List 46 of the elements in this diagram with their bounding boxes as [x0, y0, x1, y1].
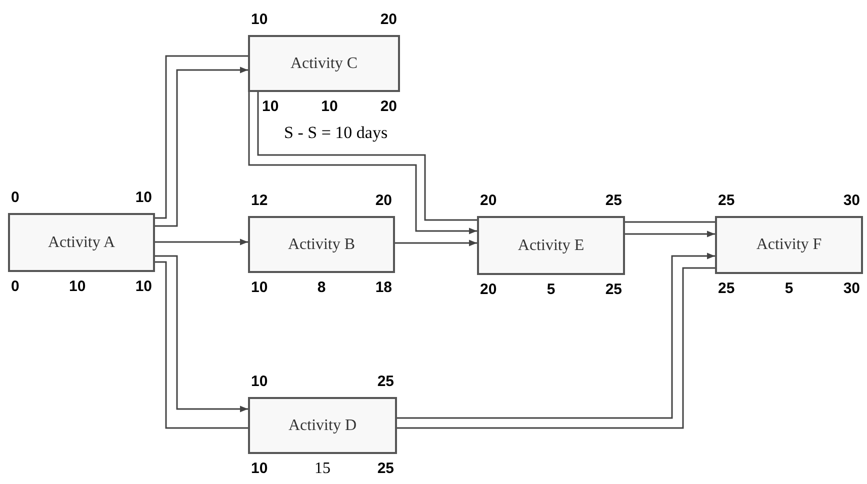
time-value: 0	[11, 278, 20, 296]
activity-box	[477, 216, 625, 275]
time-value: 25	[718, 280, 735, 298]
time-value: 20	[480, 281, 497, 299]
activity-box	[715, 216, 863, 274]
activity-name: Activity F	[756, 235, 822, 255]
time-value: 8	[317, 279, 326, 297]
activity-name: Activity B	[288, 234, 356, 254]
time-value: 25	[377, 460, 394, 478]
time-value: 25	[605, 281, 622, 299]
time-value: 5	[784, 280, 794, 298]
activity-box	[8, 213, 155, 272]
time-value: 20	[480, 192, 497, 210]
time-value: 25	[718, 192, 735, 210]
time-value: 10	[135, 278, 152, 296]
time-value: 10	[251, 279, 268, 297]
activity-name: Activity A	[48, 232, 116, 252]
time-value: 0	[11, 189, 20, 207]
time-value: 10	[321, 98, 338, 116]
time-value: 12	[251, 192, 268, 210]
time-value: 10	[251, 460, 268, 478]
activity-name: Activity E	[518, 236, 584, 256]
activity-name: Activity C	[290, 54, 358, 74]
time-value: 25	[377, 373, 394, 391]
time-value: 10	[262, 98, 279, 116]
time-value: 20	[380, 11, 397, 29]
time-value: 30	[843, 280, 860, 298]
activity-box	[248, 397, 397, 454]
connector-arrow	[625, 230, 715, 238]
time-value: 25	[605, 192, 622, 210]
activity-box	[248, 35, 400, 92]
activity-box	[248, 216, 395, 273]
time-value: 20	[375, 192, 392, 210]
time-value: 10	[251, 11, 268, 29]
connector-arrow	[155, 238, 248, 246]
time-value: 18	[375, 279, 392, 297]
connector-arrow	[395, 240, 477, 246]
time-value: 30	[843, 192, 860, 210]
time-value: 10	[251, 373, 268, 391]
time-value: 10	[68, 278, 86, 296]
time-value: 15	[314, 460, 330, 478]
time-value: 5	[546, 281, 556, 299]
time-value: 20	[380, 98, 397, 116]
time-value: 10	[135, 189, 152, 207]
activity-name: Activity D	[288, 416, 356, 436]
edge-label: S - S = 10 days	[282, 124, 390, 141]
